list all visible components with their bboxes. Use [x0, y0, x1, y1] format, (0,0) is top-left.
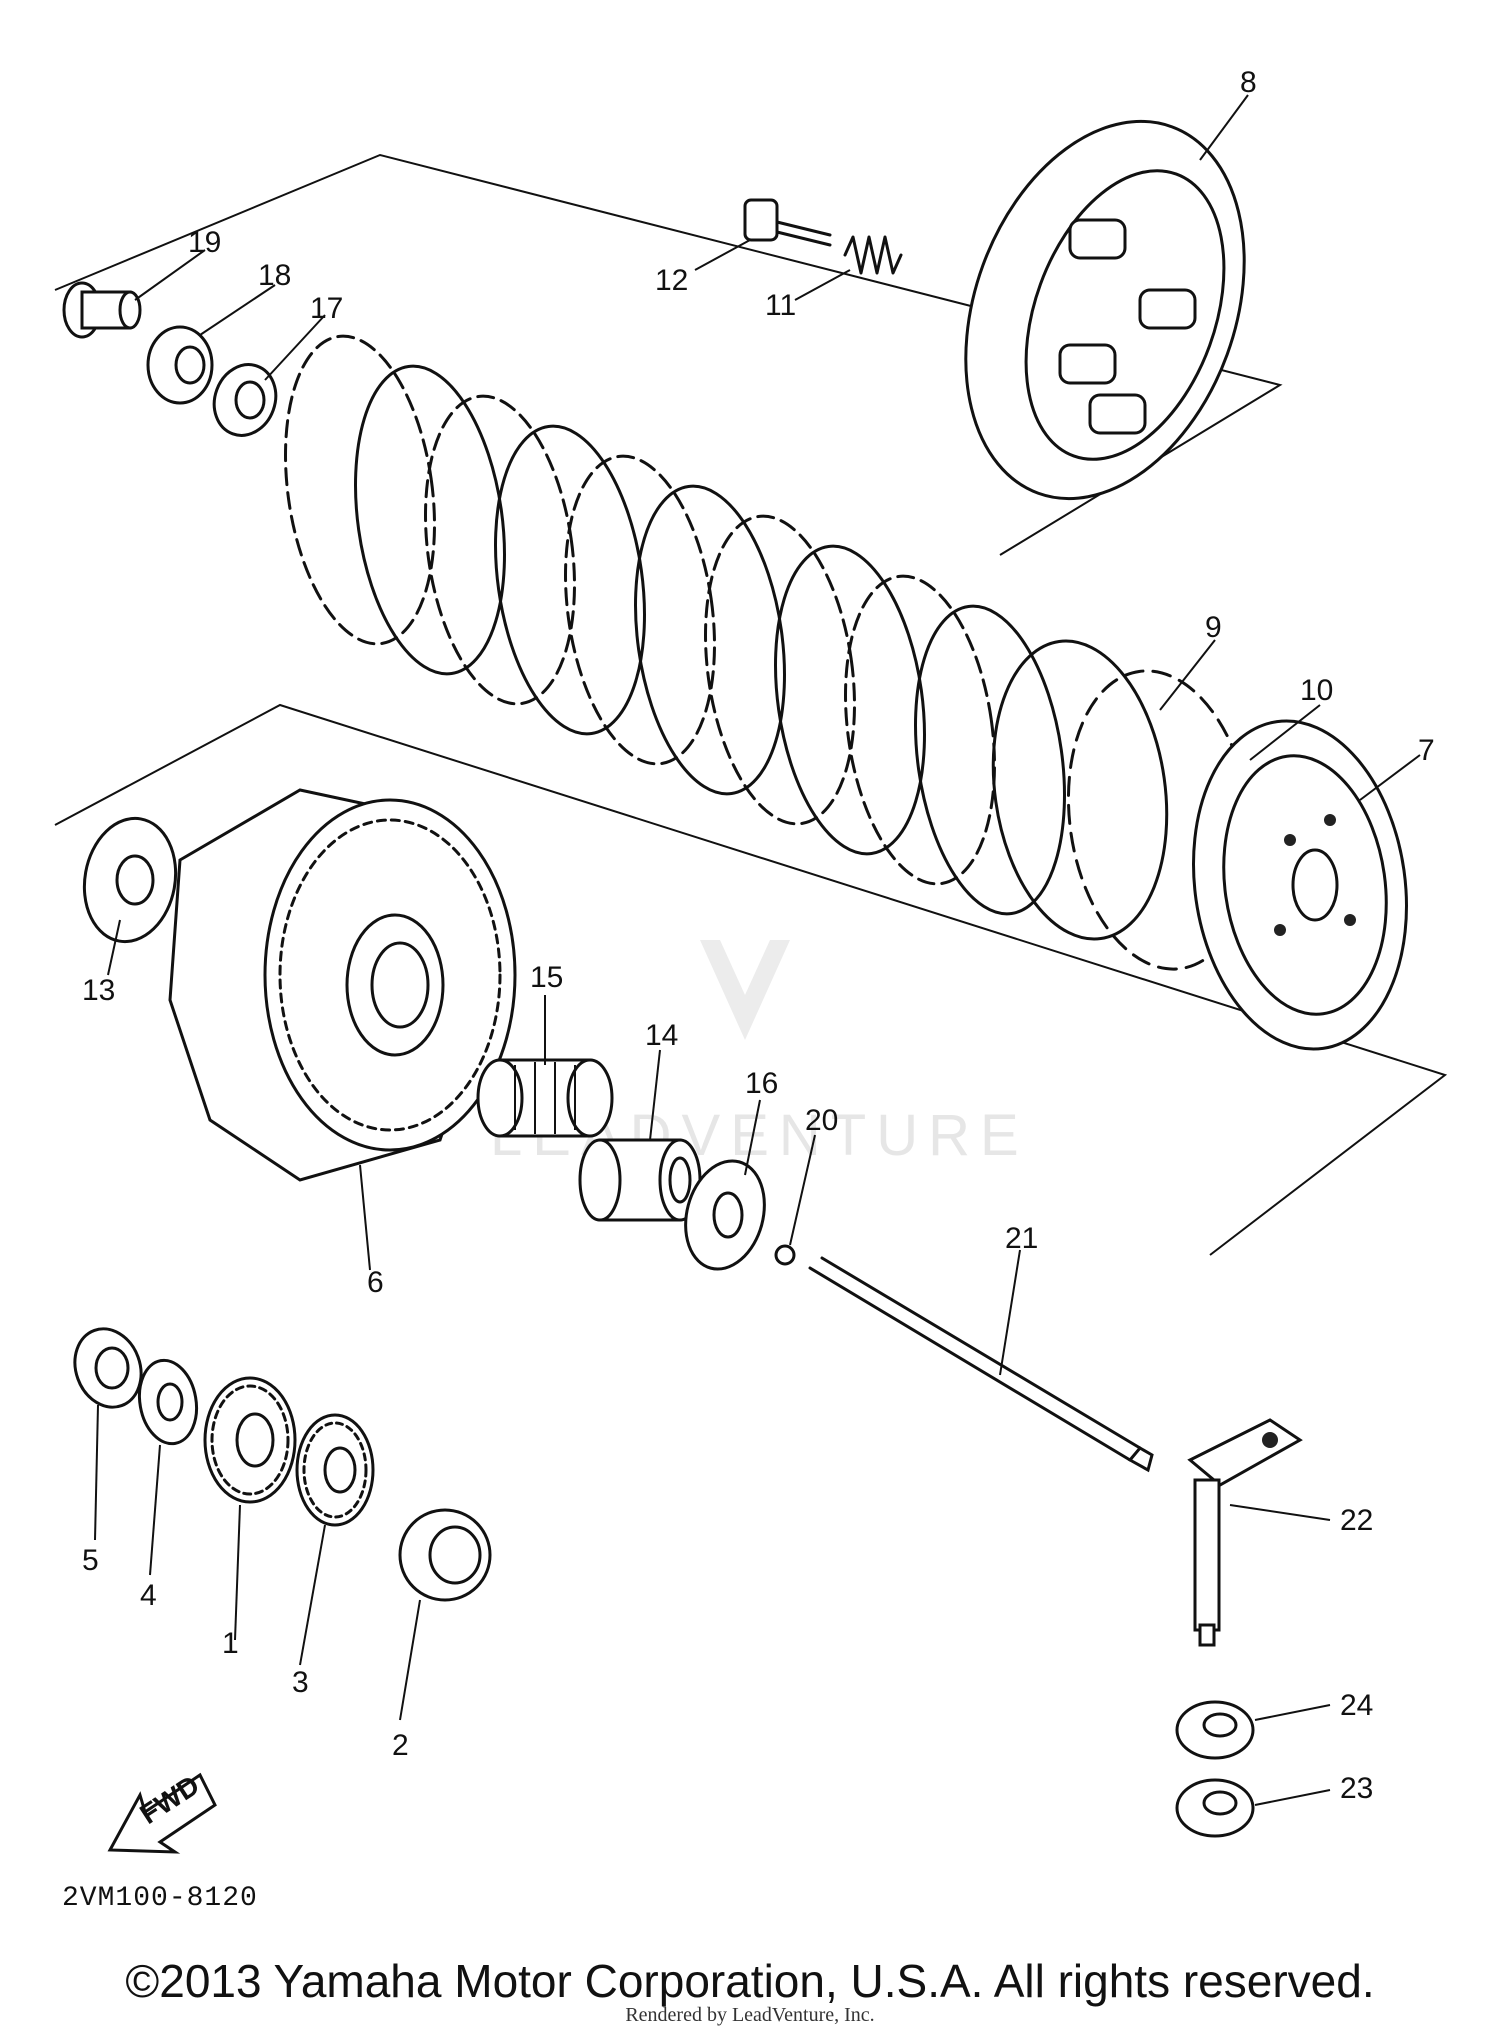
- callout-3: 3: [292, 1666, 309, 1699]
- part-9-clutch-plate: [991, 639, 1169, 941]
- part-20-ball: [774, 1244, 796, 1266]
- callout-20: 20: [805, 1104, 838, 1137]
- callout-17: 17: [310, 292, 343, 325]
- part-5-oil-seal: [73, 1327, 143, 1409]
- part-6-clutch-housing: [168, 788, 517, 1182]
- callout-6: 6: [367, 1266, 384, 1299]
- part-21-push-rod: [808, 1256, 1154, 1473]
- callout-labels: 1 2 3 4 5 6 7 8 9 10 11 12 13 14 15 16 1…: [82, 66, 1435, 1805]
- part-3-gear: [295, 1413, 375, 1527]
- copyright-notice: ©2013 Yamaha Motor Corporation, U.S.A. A…: [125, 1955, 1375, 2007]
- part-1-gear: [203, 1376, 297, 1504]
- part-7-clutch-boss: [1192, 719, 1408, 1051]
- fwd-arrow: FWD: [107, 1769, 217, 1854]
- leader-lines: [94, 94, 1421, 1806]
- callout-14: 14: [645, 1019, 678, 1052]
- clutch-plate-stack: [284, 334, 1066, 916]
- callout-5: 5: [82, 1544, 99, 1577]
- callout-19: 19: [188, 226, 221, 259]
- callout-23: 23: [1340, 1772, 1373, 1805]
- diagram-code: 2VM100-8120: [62, 1883, 258, 1914]
- part-24-oil-seal: [1175, 1700, 1255, 1760]
- callout-2: 2: [392, 1729, 409, 1762]
- part-11-spring: [843, 235, 903, 275]
- callout-7: 7: [1418, 734, 1435, 767]
- callout-4: 4: [140, 1579, 157, 1612]
- part-16-washer: [684, 1159, 766, 1271]
- lower-group-frame: [54, 703, 1448, 1256]
- part-14-spacer: [578, 1138, 702, 1222]
- part-13-thrust-washer: [82, 816, 178, 944]
- callout-11: 11: [765, 289, 796, 322]
- callout-18: 18: [258, 259, 291, 292]
- part-4-washer: [137, 1358, 199, 1446]
- callout-9: 9: [1205, 611, 1222, 644]
- part-17-lock-washer: [212, 363, 278, 437]
- part-8-pressure-plate: [964, 119, 1246, 501]
- part-12-bolt: [743, 198, 832, 247]
- part-19-collar: [62, 281, 142, 339]
- callout-22: 22: [1340, 1504, 1373, 1537]
- callout-1: 1: [222, 1627, 239, 1660]
- callout-12: 12: [655, 264, 688, 297]
- part-15-needle-bearing: [476, 1058, 614, 1138]
- callout-8: 8: [1240, 66, 1257, 99]
- callout-16: 16: [745, 1067, 778, 1100]
- rendered-by-note: Rendered by LeadVenture, Inc.: [625, 2004, 875, 2026]
- part-2-bearing: [398, 1508, 492, 1602]
- callout-13: 13: [82, 974, 115, 1007]
- callout-21: 21: [1005, 1222, 1038, 1255]
- callout-15: 15: [530, 961, 563, 994]
- part-23-bearing: [1175, 1778, 1255, 1838]
- part-18-nut: [146, 325, 214, 405]
- callout-24: 24: [1340, 1689, 1373, 1722]
- part-22-push-lever-shaft: [1187, 1418, 1303, 1647]
- callout-10: 10: [1300, 674, 1333, 707]
